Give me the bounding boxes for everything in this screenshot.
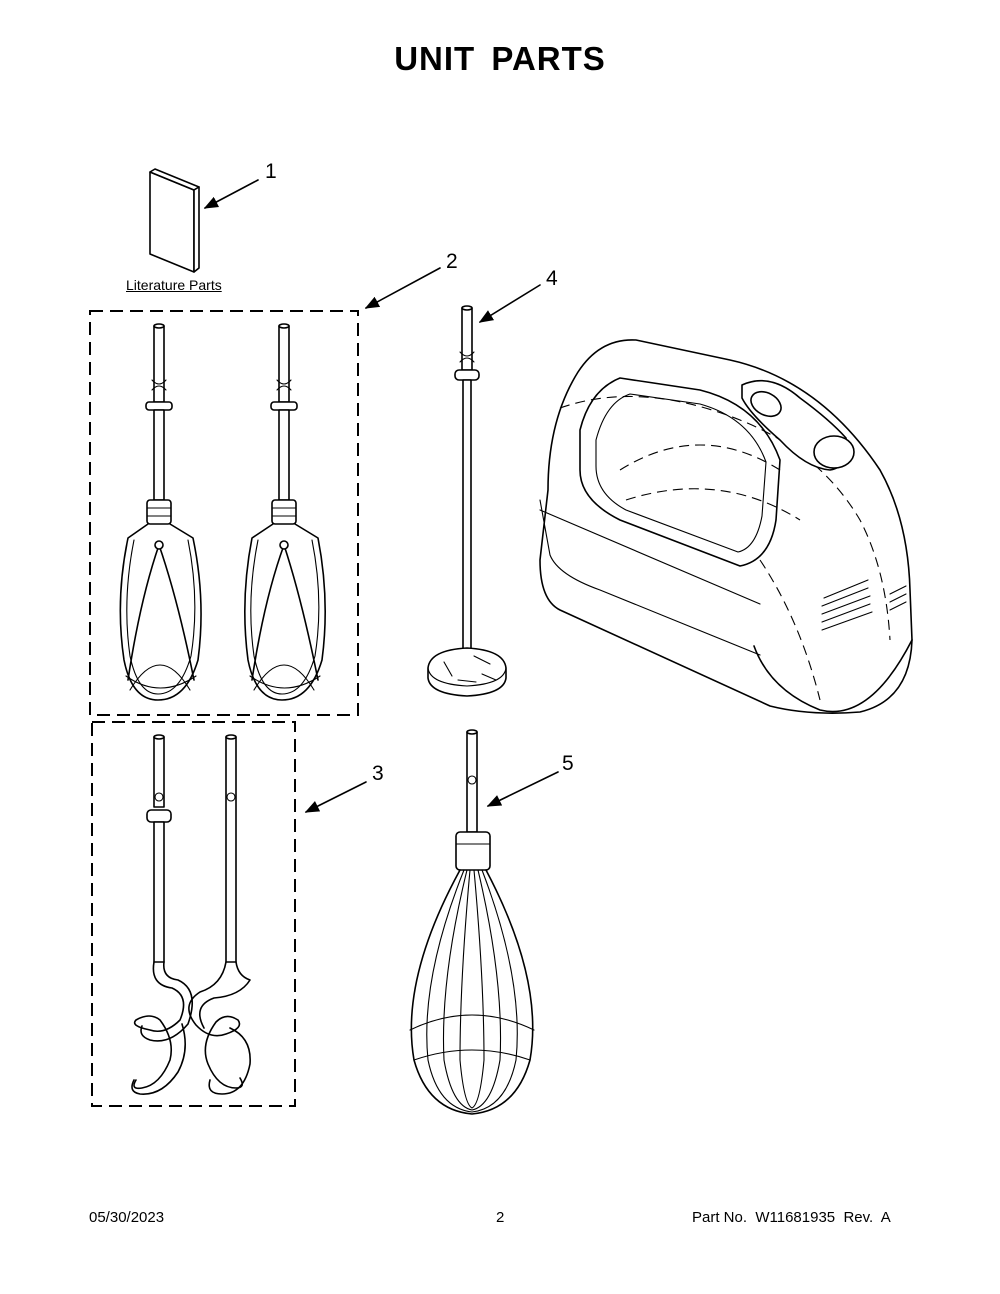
callout-arrow-5 <box>486 771 559 807</box>
group-box-3 <box>91 721 296 1107</box>
page-title: UNIT PARTS <box>394 40 606 77</box>
group-box-2 <box>89 310 359 716</box>
callout-5: 5 <box>562 752 574 775</box>
callout-4: 4 <box>546 267 558 290</box>
footer-page-number: 2 <box>496 1209 505 1226</box>
literature-booklet <box>149 168 200 273</box>
flex-edge-beater-right <box>244 323 326 701</box>
flex-edge-beater-left <box>119 323 202 701</box>
callout-arrow-2 <box>364 267 441 309</box>
hand-mixer-body <box>539 339 913 714</box>
dough-hook-left <box>131 734 194 1095</box>
callout-arrow-1 <box>203 179 259 209</box>
callout-arrow-3 <box>304 781 367 813</box>
callout-arrow-4 <box>478 284 541 323</box>
footer-date: 05/30/2023 <box>89 1209 165 1226</box>
callout-3: 3 <box>372 762 384 785</box>
dough-hook-right <box>188 734 251 1095</box>
callout-2: 2 <box>446 250 458 273</box>
whisk <box>409 729 535 1115</box>
blender-rod <box>427 305 507 697</box>
footer-part-number: Part No. W11681935 Rev. A <box>692 1209 891 1226</box>
callout-1: 1 <box>265 160 277 183</box>
literature-parts-label: Literature Parts <box>126 277 222 293</box>
